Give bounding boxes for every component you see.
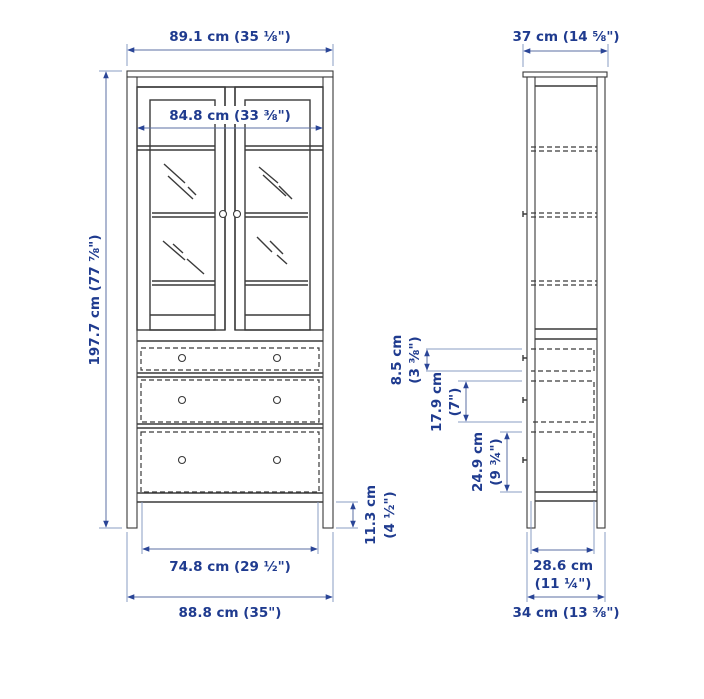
side-knobs — [522, 211, 527, 463]
dim-total-width: 89.1 cm (35 ⅛") — [126, 29, 334, 66]
drawer-1 — [140, 347, 320, 371]
total-height-label: 197.7 cm (77 ⅞") — [87, 234, 103, 365]
dim-total-height: 197.7 cm (77 ⅞") — [87, 70, 122, 529]
total-width-label: 89.1 cm (35 ⅛") — [169, 29, 291, 45]
left-door-knob — [218, 209, 228, 219]
dim-top-depth: 37 cm (14 ⅝") — [512, 29, 620, 67]
base-width-label: 88.8 cm (35") — [179, 605, 282, 621]
dim-drawer-1-height: 8.5 cm (3 ⅜") — [389, 335, 522, 386]
side-back-post — [596, 76, 606, 529]
leg-height-cm-label: 11.3 cm — [363, 485, 379, 545]
dim-leg-span: 74.8 cm (29 ½") — [141, 502, 319, 575]
front-view-cabinet — [126, 70, 334, 529]
top-depth-label: 37 cm (14 ⅝") — [512, 29, 619, 45]
dim-base-width: 88.8 cm (35") — [126, 532, 334, 621]
right-glass-door — [234, 86, 324, 331]
left-glass-door — [136, 86, 226, 331]
dim-inner-width: 84.8 cm (33 ⅜") — [137, 106, 323, 131]
drawer1-in-label: (3 ⅜") — [407, 336, 423, 383]
dim-inner-depth: 28.6 cm (11 ¼") — [530, 501, 595, 592]
side-top-board — [522, 71, 608, 78]
drawer3-in-label: (9 ¾") — [488, 438, 504, 485]
side-front-post — [526, 76, 536, 529]
dim-leg-height: 11.3 cm (4 ½") — [336, 485, 398, 545]
right-post — [322, 76, 334, 529]
inner-depth-cm-label: 28.6 cm — [533, 558, 593, 574]
drawer-3 — [140, 431, 320, 493]
dim-drawer-2-height: 17.9 cm (7") — [429, 372, 522, 432]
dim-drawer-3-height: 24.9 cm (9 ¾") — [470, 431, 522, 493]
leg-span-label: 74.8 cm (29 ½") — [169, 559, 291, 575]
inner-depth-in-label: (11 ¼") — [535, 576, 592, 592]
inner-width-label: 84.8 cm (33 ⅜") — [169, 108, 291, 124]
drawer1-cm-label: 8.5 cm — [389, 335, 405, 386]
left-post — [126, 76, 138, 529]
drawer2-in-label: (7") — [447, 388, 463, 417]
drawer2-cm-label: 17.9 cm — [429, 372, 445, 432]
top-board — [126, 70, 334, 78]
leg-height-in-label: (4 ½") — [382, 491, 398, 538]
drawer-2 — [140, 379, 320, 423]
side-view-cabinet — [522, 71, 608, 529]
drawer3-cm-label: 24.9 cm — [470, 432, 486, 492]
base-depth-label: 34 cm (13 ⅜") — [512, 605, 619, 621]
dim-base-depth: 34 cm (13 ⅜") — [512, 532, 620, 621]
right-door-knob — [232, 209, 242, 219]
